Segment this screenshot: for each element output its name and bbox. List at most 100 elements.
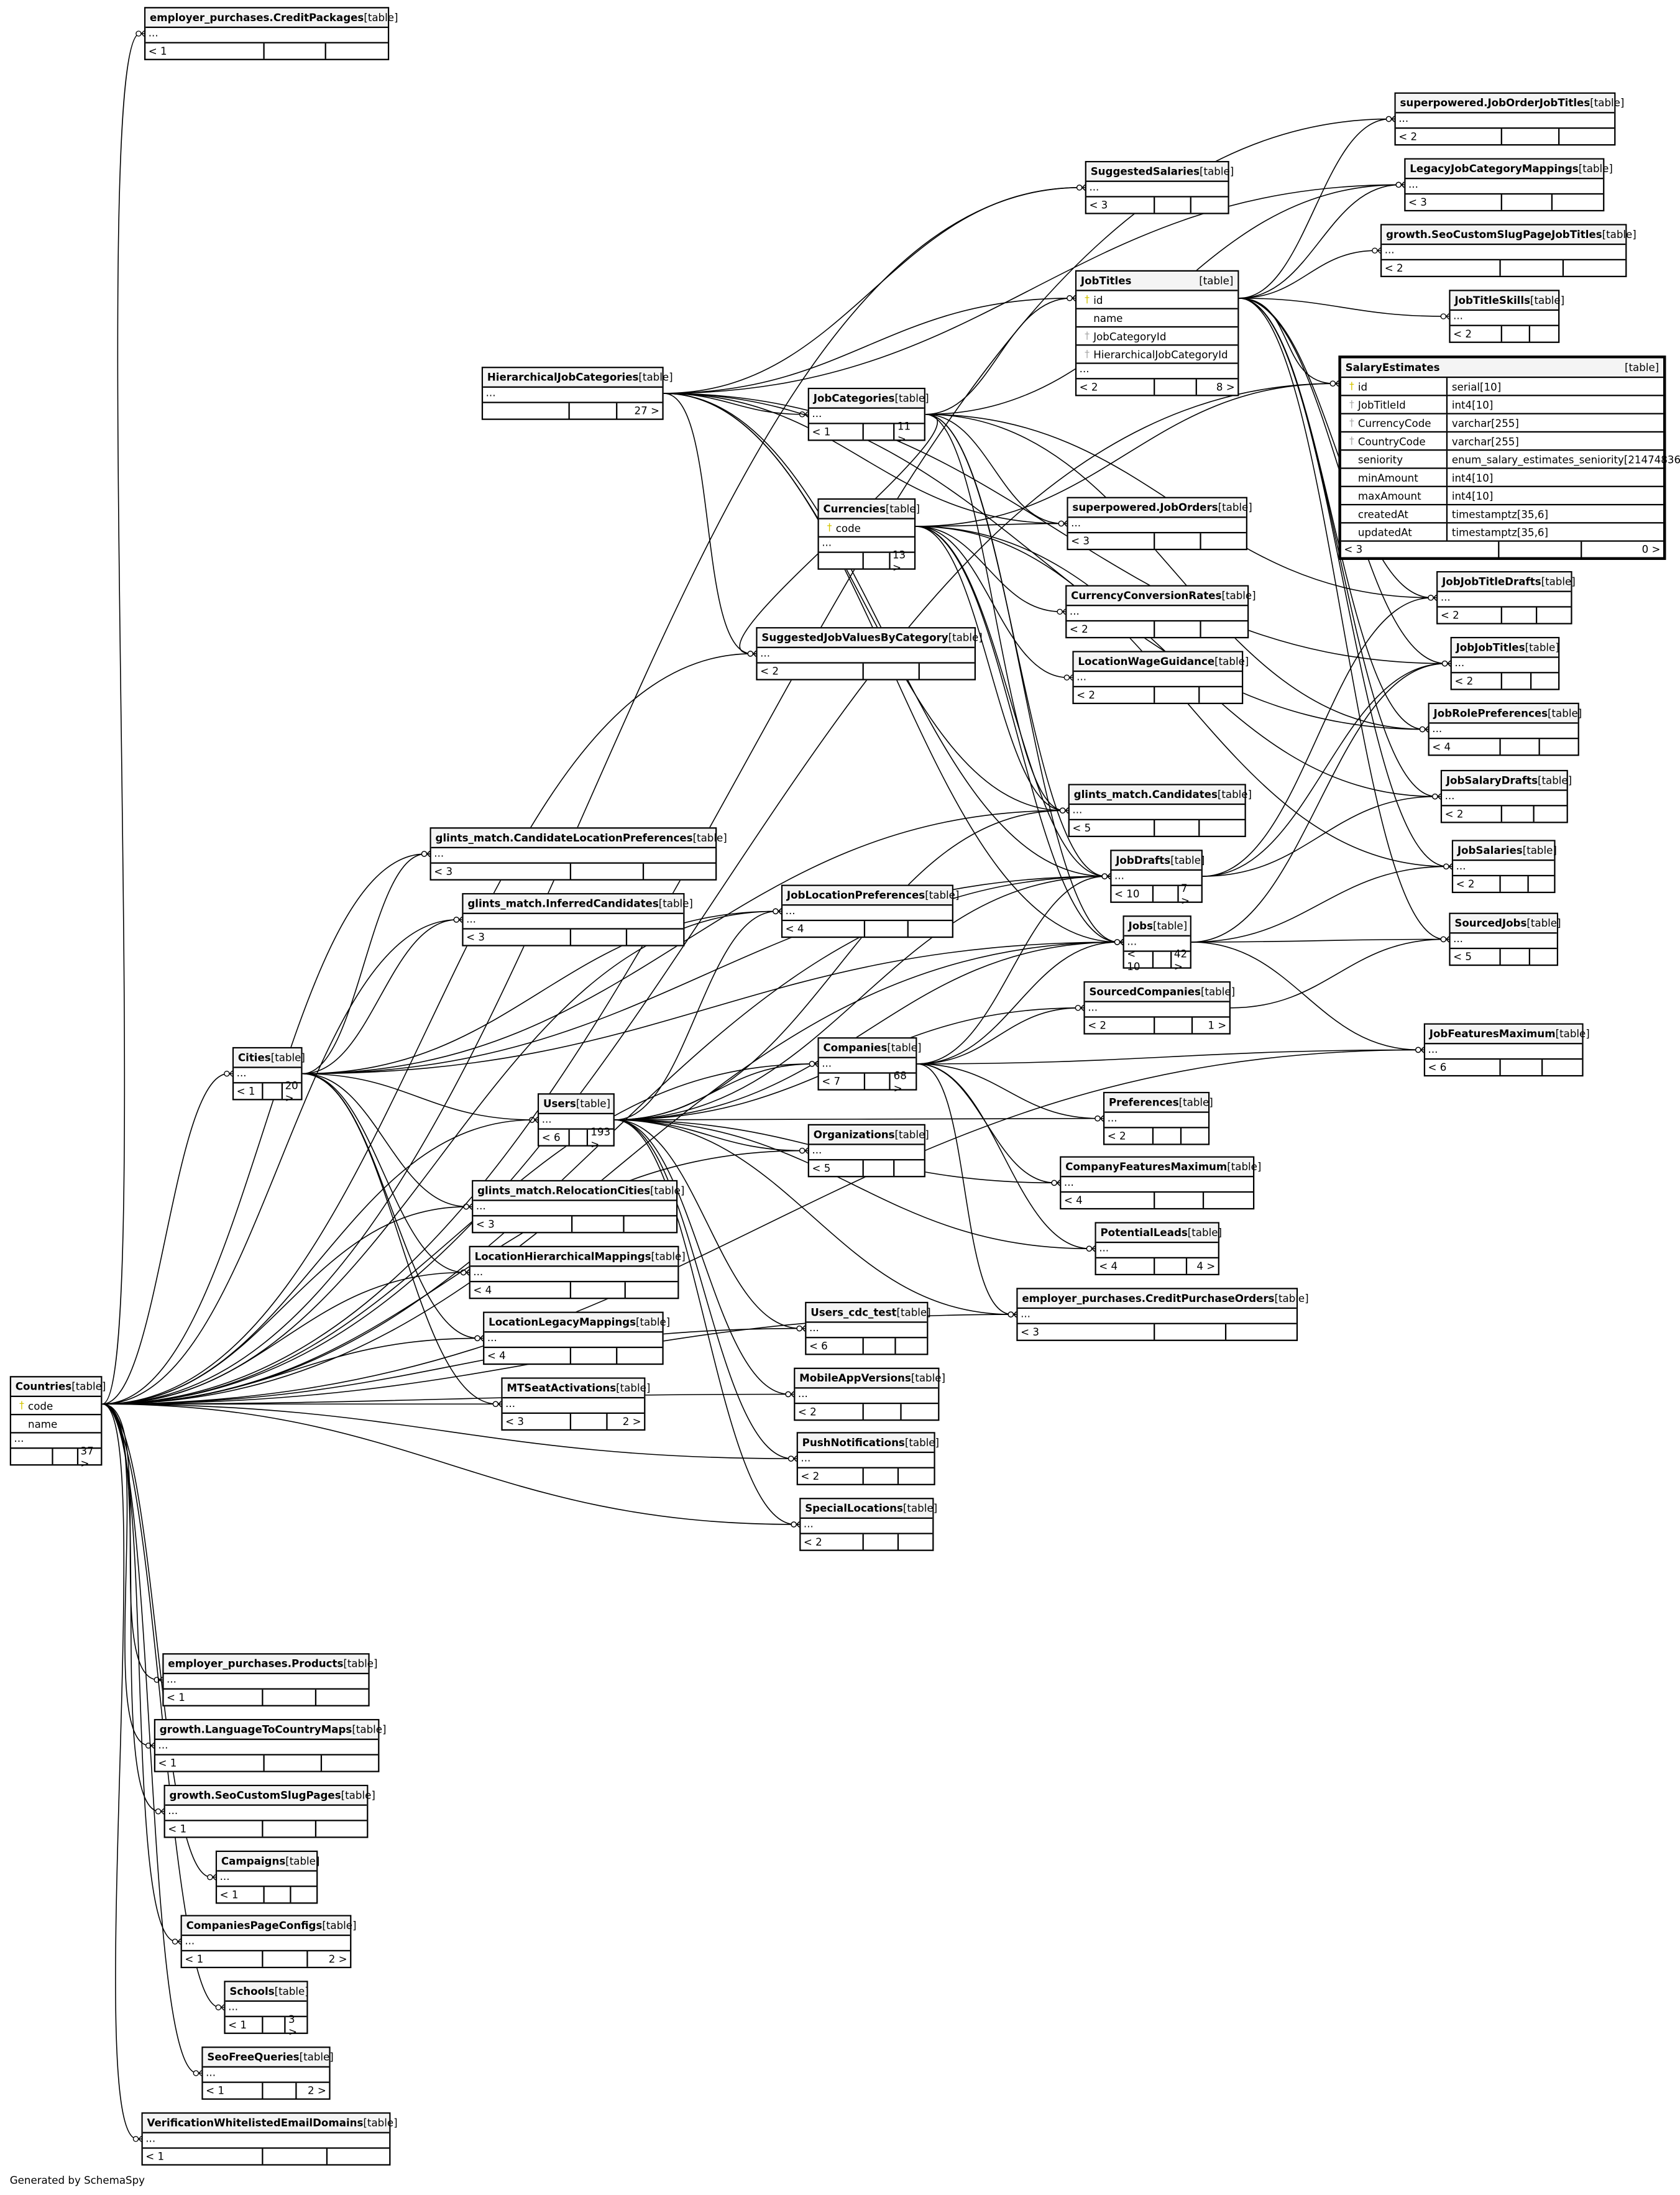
parents-count[interactable]: < 2 xyxy=(1067,621,1155,637)
children-count[interactable] xyxy=(326,44,388,59)
table-header[interactable]: JobFeaturesMaximum[table] xyxy=(1425,1024,1590,1045)
children-count[interactable]: 13 > xyxy=(892,548,906,574)
more-columns-indicator[interactable]: ... xyxy=(155,1739,379,1756)
more-columns-indicator[interactable]: ... xyxy=(1104,1112,1208,1129)
children-count[interactable] xyxy=(316,1822,367,1837)
table-name[interactable]: Companies xyxy=(823,1041,888,1055)
table-mobileappversions[interactable]: MobileAppVersions[table]...< 2 xyxy=(794,1367,945,1421)
table-header[interactable]: MobileAppVersions[table] xyxy=(795,1368,945,1389)
parents-count[interactable]: < 10 xyxy=(1111,886,1154,902)
table-growth-seocustomslugpagejobtitles[interactable]: growth.SeoCustomSlugPageJobTitles[table]… xyxy=(1380,224,1636,277)
column-row[interactable]: †HierarchicalJobCategoryId xyxy=(1076,346,1238,364)
table-header[interactable]: SeoFreeQueries[table] xyxy=(203,2048,334,2068)
children-count[interactable] xyxy=(1199,687,1242,703)
children-count[interactable]: 7 > xyxy=(1180,881,1190,907)
table-name[interactable]: JobCategories xyxy=(813,392,895,405)
table-name[interactable]: SuggestedJobValuesByCategory xyxy=(761,631,948,644)
children-count[interactable] xyxy=(1226,1324,1297,1340)
table-name[interactable]: SourcedJobs xyxy=(1454,917,1527,930)
parents-count[interactable]: < 3 xyxy=(1086,197,1155,213)
table-glints-match-candidates[interactable]: glints_match.Candidates[table]...< 5 xyxy=(1068,784,1252,837)
table-name[interactable]: Users xyxy=(543,1097,576,1111)
parents-count[interactable]: < 1 xyxy=(145,43,264,59)
parents-count[interactable]: < 3 xyxy=(1341,541,1500,557)
table-header[interactable]: superpowered.JobOrders[table] xyxy=(1068,498,1252,518)
parents-count[interactable]: < 3 xyxy=(1406,195,1502,210)
table-name[interactable]: JobLocationPreferences xyxy=(786,889,925,902)
table-name[interactable]: JobDrafts xyxy=(1116,854,1171,867)
more-columns-indicator[interactable]: ... xyxy=(801,1518,933,1534)
more-columns-indicator[interactable]: ... xyxy=(1451,658,1559,674)
more-columns-indicator[interactable]: ... xyxy=(1425,1043,1582,1060)
parents-count[interactable]: < 2 xyxy=(801,1534,864,1550)
children-count[interactable]: 27 > xyxy=(634,404,659,418)
table-currencyconversionrates[interactable]: CurrencyConversionRates[table]...< 2 xyxy=(1065,585,1256,639)
parents-count[interactable]: < 2 xyxy=(1438,607,1502,623)
table-header[interactable]: employer_purchases.CreditPackages[table] xyxy=(145,8,398,29)
table-superpowered-joborderjobtitles[interactable]: superpowered.JobOrderJobTitles[table]...… xyxy=(1394,92,1624,146)
table-header[interactable]: Users_cdc_test[table] xyxy=(806,1303,931,1323)
table-jobjobtitles[interactable]: JobJobTitles[table]...< 2 xyxy=(1450,636,1560,690)
more-columns-indicator[interactable]: ... xyxy=(1382,244,1626,260)
parents-count[interactable]: < 2 xyxy=(1452,673,1502,689)
table-header[interactable]: SuggestedSalaries[table] xyxy=(1086,162,1234,182)
table-suggestedsalaries[interactable]: SuggestedSalaries[table]...< 3 xyxy=(1085,161,1234,214)
parents-count[interactable]: < 2 xyxy=(1104,1128,1154,1144)
table-jobtitleskills[interactable]: JobTitleSkills[table]...< 2 xyxy=(1449,290,1564,343)
table-header[interactable]: JobJobTitles[table] xyxy=(1451,638,1559,658)
table-name[interactable]: SalaryEstimates xyxy=(1345,361,1440,374)
table-header[interactable]: PushNotifications[table] xyxy=(797,1433,939,1454)
table-name[interactable]: growth.SeoCustomSlugPages xyxy=(169,1789,341,1802)
table-name[interactable]: JobRolePreferences xyxy=(1433,707,1548,720)
table-name[interactable]: growth.LanguageToCountryMaps xyxy=(159,1723,352,1736)
table-header[interactable]: Jobs[table] xyxy=(1124,917,1190,937)
more-columns-indicator[interactable]: ... xyxy=(1086,181,1228,198)
more-columns-indicator[interactable]: ... xyxy=(757,648,975,664)
table-jobsalarydrafts[interactable]: JobSalaryDrafts[table]...< 2 xyxy=(1440,769,1572,823)
more-columns-indicator[interactable]: ... xyxy=(1068,517,1246,534)
children-count[interactable]: 2 > xyxy=(328,1953,347,1966)
children-count[interactable]: 2 > xyxy=(622,1415,641,1428)
table-name[interactable]: HierarchicalJobCategories xyxy=(487,370,639,384)
table-name[interactable]: LegacyJobCategoryMappings xyxy=(1410,162,1579,175)
table-header[interactable]: Preferences[table] xyxy=(1104,1093,1213,1113)
more-columns-indicator[interactable]: ... xyxy=(1450,933,1557,950)
table-glints-match-inferredcandidates[interactable]: glints_match.InferredCandidates[table]..… xyxy=(462,893,693,946)
table-name[interactable]: JobJobTitles xyxy=(1456,641,1525,654)
parents-count[interactable]: < 1 xyxy=(165,1821,264,1837)
parents-count[interactable]: < 2 xyxy=(1453,876,1501,892)
table-name[interactable]: LocationWageGuidance xyxy=(1078,655,1215,668)
table-header[interactable]: Companies[table] xyxy=(819,1038,922,1058)
more-columns-indicator[interactable]: ... xyxy=(1442,790,1567,807)
more-columns-indicator[interactable]: ... xyxy=(1450,310,1559,326)
parents-count[interactable]: < 1 xyxy=(182,1951,264,1967)
children-count[interactable] xyxy=(327,2149,389,2165)
children-count[interactable] xyxy=(1182,1129,1208,1144)
children-count[interactable]: 3 > xyxy=(288,2012,297,2038)
more-columns-indicator[interactable]: ... xyxy=(797,1452,934,1469)
table-name[interactable]: Currencies xyxy=(823,502,886,515)
more-columns-indicator[interactable]: ... xyxy=(431,848,716,864)
table-name[interactable]: MobileAppVersions xyxy=(799,1372,911,1385)
table-superpowered-joborders[interactable]: superpowered.JobOrders[table]...< 3 xyxy=(1067,497,1252,551)
table-growth-seocustomslugpages[interactable]: growth.SeoCustomSlugPages[table]...< 1 xyxy=(163,1784,375,1838)
table-header[interactable]: JobLocationPreferences[table] xyxy=(783,886,959,906)
parents-count[interactable] xyxy=(483,403,570,419)
table-name[interactable]: superpowered.JobOrderJobTitles xyxy=(1400,96,1590,109)
table-header[interactable]: JobCategories[table] xyxy=(809,389,929,409)
parents-count[interactable]: < 7 xyxy=(819,1073,865,1089)
table-name[interactable]: glints_match.Candidates xyxy=(1073,788,1218,801)
table-legacyjobcategorymappings[interactable]: LegacyJobCategoryMappings[table]...< 3 xyxy=(1404,158,1613,212)
children-count[interactable]: 8 > xyxy=(1216,380,1235,393)
table-header[interactable]: LocationHierarchicalMappings[table] xyxy=(470,1247,686,1267)
table-name[interactable]: JobTitles xyxy=(1080,274,1132,287)
children-count[interactable] xyxy=(1531,673,1558,689)
children-count[interactable]: 11 > xyxy=(897,419,911,445)
more-columns-indicator[interactable]: ... xyxy=(165,1805,367,1822)
table-name[interactable]: Schools xyxy=(229,1985,275,1998)
